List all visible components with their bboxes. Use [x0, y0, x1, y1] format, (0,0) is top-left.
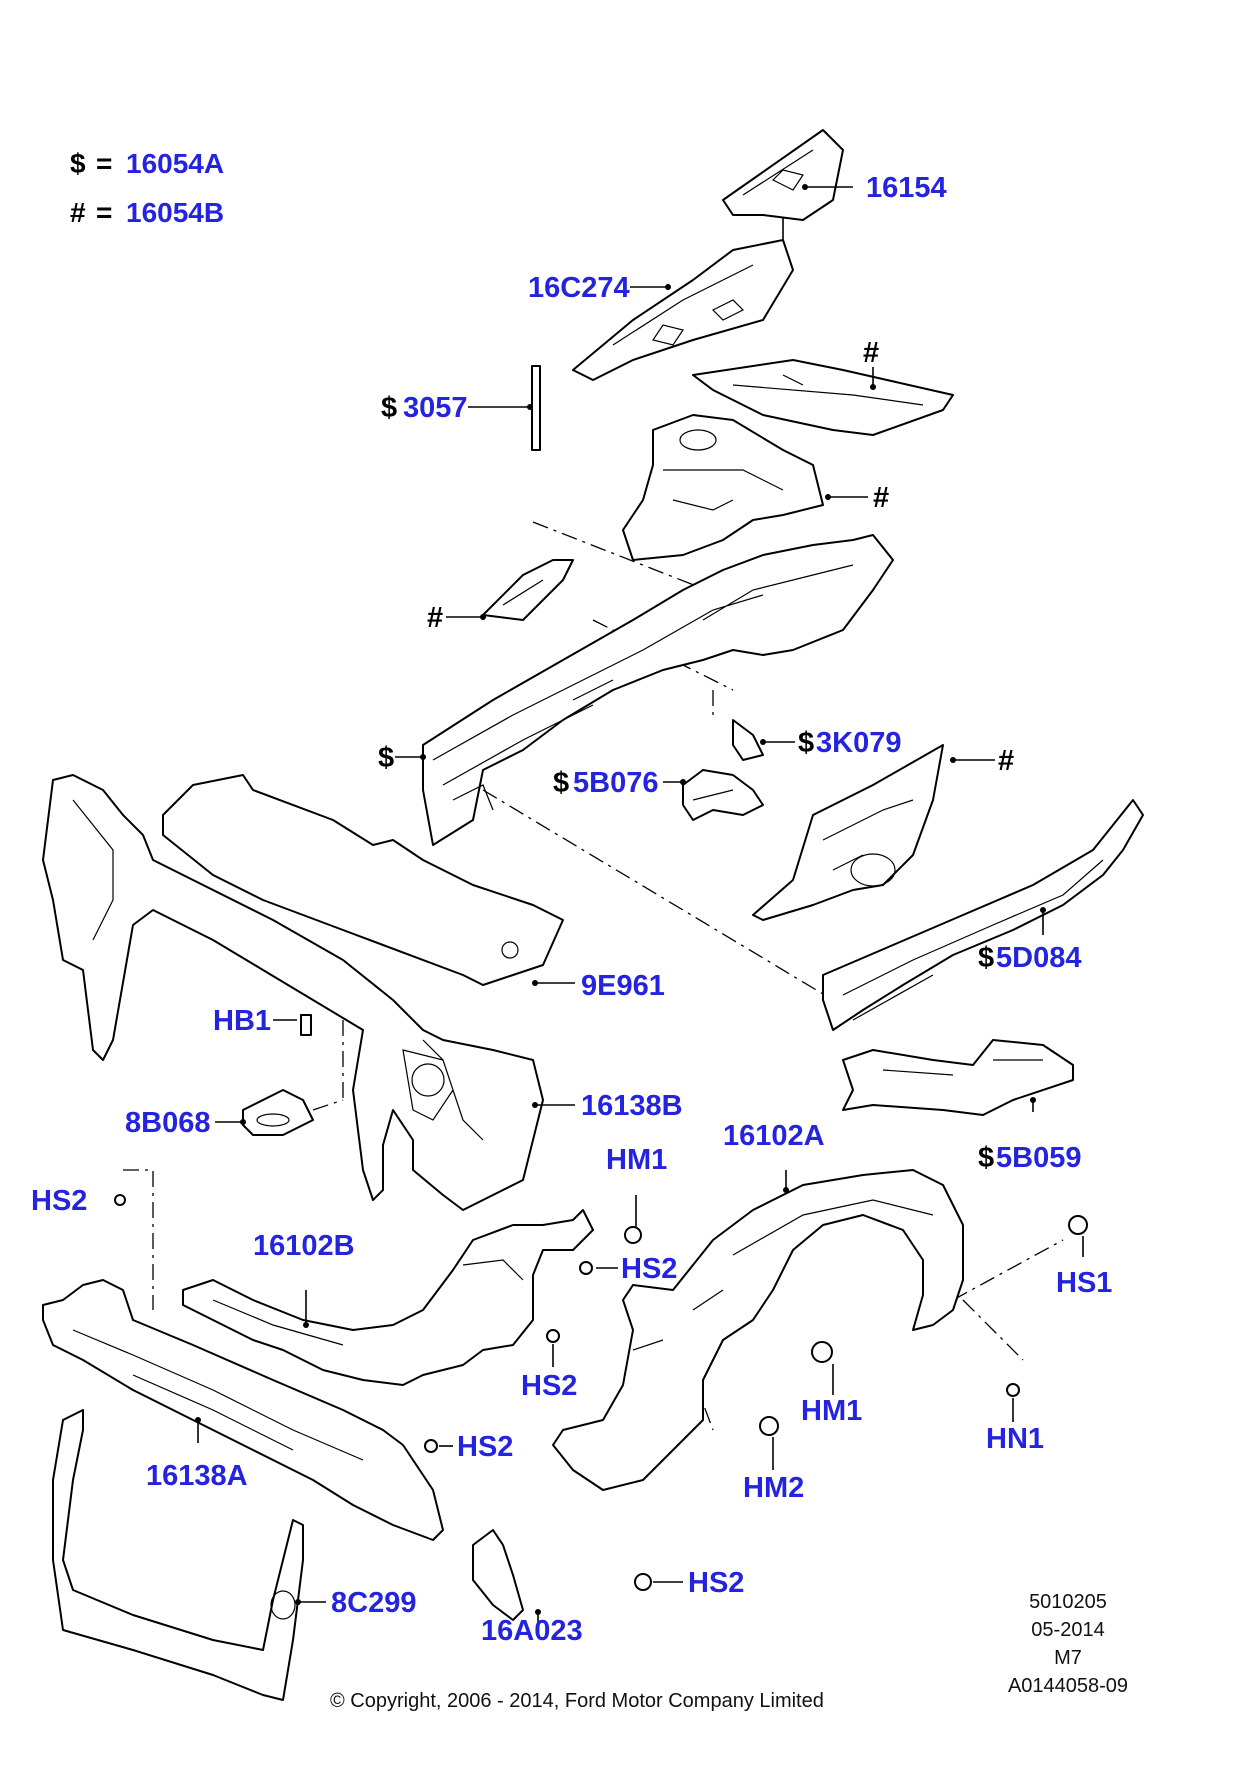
label-16154: 16154: [866, 172, 947, 204]
ref-code: 5010205: [1029, 1591, 1107, 1613]
ref-date: 05-2014: [1031, 1619, 1104, 1641]
part-16138B: [42, 774, 544, 1211]
label-9E961: 9E961: [581, 970, 665, 1002]
leaders: [195, 184, 1084, 1625]
symbol-dollar-3057: $: [381, 392, 397, 424]
part-top-panel: [692, 359, 954, 436]
label-hash-tower: #: [873, 482, 889, 514]
legend-equals-hash: =: [96, 197, 112, 228]
legend: $ = 16054A # = 16054B: [70, 148, 224, 228]
part-apron: [752, 744, 944, 921]
part-8C299: [52, 1409, 304, 1701]
label-HB1: HB1: [213, 1005, 271, 1037]
label-3057: 3057: [403, 392, 468, 424]
label-8C299: 8C299: [331, 1587, 416, 1619]
legend-symbol-dollar: $: [70, 148, 86, 179]
ref-model: M7: [1054, 1647, 1082, 1669]
ref-number: A0144058-09: [1008, 1675, 1128, 1697]
part-9E961: [162, 774, 564, 986]
part-5B059: [842, 1039, 1074, 1116]
label-3K079: 3K079: [816, 727, 901, 759]
callout-labels: 16154 16C274 $ 3057 # # # $ $ 3K079 $ 5B…: [31, 172, 1112, 1647]
label-16138B: 16138B: [581, 1090, 683, 1122]
part-5D084: [822, 799, 1144, 1031]
fasteners: [114, 365, 1088, 1591]
label-5B076: 5B076: [573, 767, 658, 799]
symbol-dollar-3K079: $: [798, 727, 814, 759]
label-5D084: 5D084: [996, 942, 1081, 974]
label-HS2-c: HS2: [521, 1370, 577, 1402]
part-16138A: [42, 1279, 444, 1541]
label-HS2-d: HS2: [457, 1431, 513, 1463]
label-16102B: 16102B: [253, 1230, 355, 1262]
copyright-notice: © Copyright, 2006 - 2014, Ford Motor Com…: [330, 1690, 824, 1712]
label-hash-bracket: #: [427, 602, 443, 634]
part-16102A: [552, 1169, 964, 1491]
legend-part-16054A: 16054A: [126, 148, 224, 179]
part-16A023: [472, 1529, 524, 1621]
part-small-bracket: [482, 559, 574, 621]
part-8B068: [242, 1089, 314, 1136]
label-hash-apron: #: [998, 745, 1014, 777]
symbol-dollar-5D084: $: [978, 942, 994, 974]
symbol-dollar-5B076: $: [553, 767, 569, 799]
symbol-dollar-5B059: $: [978, 1142, 994, 1174]
reference-block: 5010205 05-2014 M7 A0144058-09: [1008, 1591, 1128, 1697]
legend-equals-dollar: =: [96, 148, 112, 179]
part-3K079: [732, 719, 764, 761]
label-HS2-b: HS2: [621, 1253, 677, 1285]
label-16A023: 16A023: [481, 1615, 583, 1647]
label-dollar-rail: $: [378, 742, 394, 774]
legend-symbol-hash: #: [70, 197, 86, 228]
label-16138A: 16138A: [146, 1460, 248, 1492]
label-8B068: 8B068: [125, 1107, 210, 1139]
label-HM1-b: HM1: [801, 1395, 862, 1427]
fastener-HB1: [300, 1014, 312, 1036]
part-5B076: [682, 769, 764, 821]
part-16C274: [572, 239, 794, 381]
part-wheel-tower: [622, 414, 824, 561]
label-16102A: 16102A: [723, 1120, 825, 1152]
label-HS2-a: HS2: [31, 1185, 87, 1217]
part-16102B: [182, 1209, 594, 1386]
label-HS1: HS1: [1056, 1267, 1112, 1299]
label-HN1: HN1: [986, 1423, 1044, 1455]
label-HM2: HM2: [743, 1472, 804, 1504]
label-hash-top: #: [863, 337, 879, 369]
label-5B059: 5B059: [996, 1142, 1081, 1174]
part-main-rail: [422, 534, 894, 846]
part-16154: [722, 129, 844, 221]
label-HS2-e: HS2: [688, 1567, 744, 1599]
legend-part-16054B: 16054B: [126, 197, 224, 228]
label-HM1-a: HM1: [606, 1144, 667, 1176]
label-16C274: 16C274: [528, 272, 630, 304]
